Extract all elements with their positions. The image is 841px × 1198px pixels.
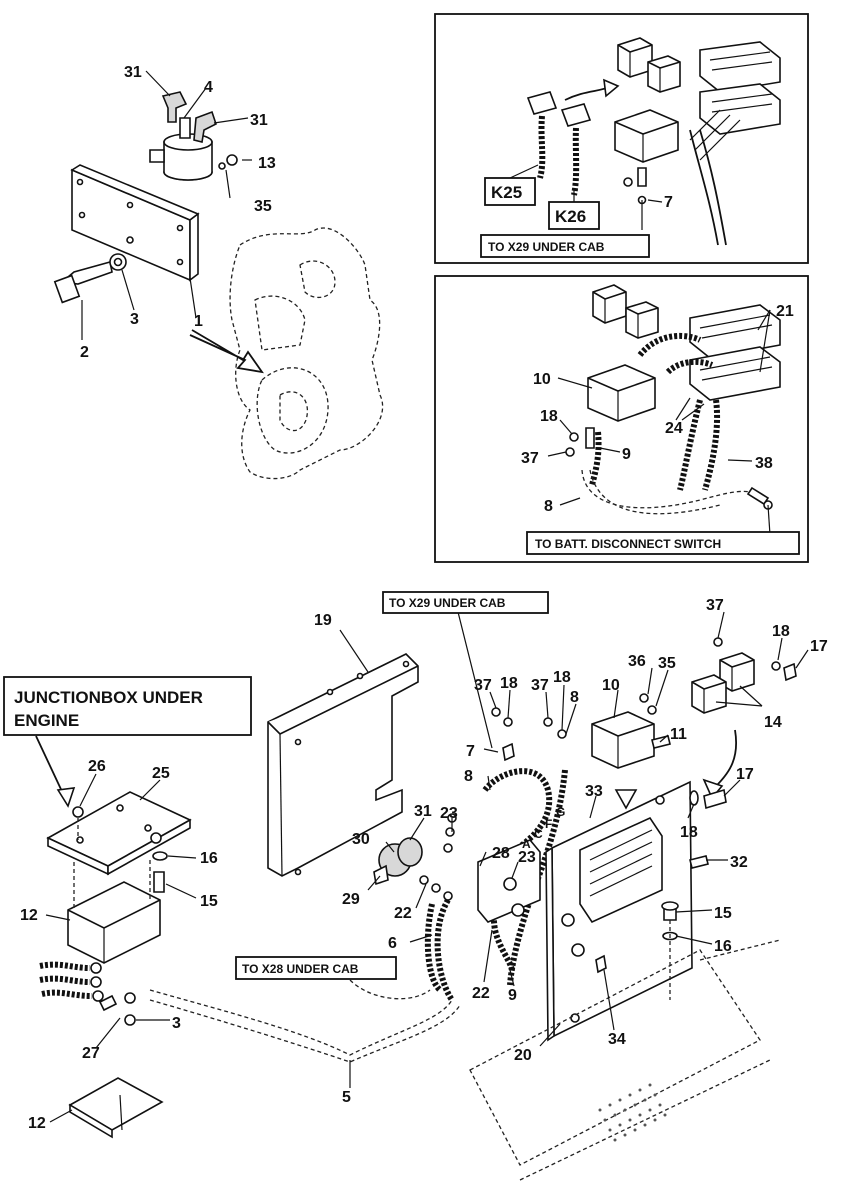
callout-35: 35	[254, 198, 272, 215]
to-x29-top-box	[480, 234, 650, 258]
connector-letter-f: F	[545, 817, 552, 831]
label-to-batt: TO BATT. DISCONNECT SWITCH	[535, 537, 721, 551]
callout-24: 24	[665, 420, 683, 437]
connector-letter-g: G	[556, 805, 565, 819]
callout-30: 30	[352, 831, 370, 848]
callout-31a: 31	[124, 64, 142, 81]
callout-36: 36	[628, 653, 646, 670]
callout-7-top: 7	[664, 194, 673, 211]
callout-16-junction: 16	[200, 850, 218, 867]
callout-1: 1	[194, 313, 203, 330]
callout-28: 28	[492, 845, 510, 862]
callout-3: 3	[130, 311, 139, 328]
callout-25: 25	[152, 765, 170, 782]
callout-18-main-d: 18	[680, 824, 698, 841]
callout-19: 19	[314, 612, 332, 629]
callout-2: 2	[80, 344, 89, 361]
callout-5: 5	[342, 1089, 351, 1106]
callout-22-main-b: 22	[472, 985, 490, 1002]
callout-32: 32	[730, 854, 748, 871]
callout-13: 13	[258, 155, 276, 172]
callout-10-main: 10	[602, 677, 620, 694]
callout-17-main-a: 17	[810, 638, 828, 655]
callout-10-inset: 10	[533, 371, 551, 388]
callout-31b: 31	[250, 112, 268, 129]
callout-26: 26	[88, 758, 106, 775]
connector-k25: K25	[491, 183, 522, 202]
callout-37-main-c: 37	[706, 597, 724, 614]
middle-inset: 21 10 18 37 9 24 38 8 TO BATT. DISCONNEC…	[434, 275, 809, 563]
callout-18-main-b: 18	[553, 669, 571, 686]
junction-title-box	[3, 676, 252, 736]
callout-37-main-a: 37	[474, 677, 492, 694]
callout-38: 38	[755, 455, 773, 472]
to-x29-main-box	[382, 591, 549, 614]
callout-16-main: 16	[714, 938, 732, 955]
callout-37-inset: 37	[521, 450, 539, 467]
battery-switch-assembly: 31 4 31 13 35 2 3 1	[53, 64, 384, 480]
callout-20: 20	[514, 1047, 532, 1064]
callout-15-junction: 15	[200, 893, 218, 910]
callout-37-main-b: 37	[531, 677, 549, 694]
label-to-x29-top: TO X29 UNDER CAB	[488, 240, 605, 254]
callout-3-junction: 3	[172, 1015, 181, 1032]
junction-box-assembly: JUNCTIONBOX UNDER ENGINE	[3, 676, 252, 1139]
k26-label-box	[548, 201, 600, 230]
callout-35-main: 35	[658, 655, 676, 672]
callout-22-main-a: 22	[394, 905, 412, 922]
callout-34: 34	[608, 1031, 626, 1048]
callout-23-main-a: 23	[440, 805, 458, 822]
callout-18-main-a: 18	[500, 675, 518, 692]
callout-18-inset: 18	[540, 408, 558, 425]
callout-7-main: 7	[466, 743, 475, 760]
callout-8-main-b: 8	[464, 768, 473, 785]
callout-6: 6	[388, 935, 397, 952]
callout-23-main-b: 23	[518, 849, 536, 866]
junction-title-line2: ENGINE	[14, 711, 79, 730]
top-inset: K25 K26 7 TO X29 UNDER CAB	[434, 13, 809, 264]
junction-title-line1: JUNCTIONBOX UNDER	[14, 688, 203, 707]
callout-11: 11	[670, 726, 687, 743]
callout-12b: 12	[28, 1115, 46, 1132]
label-to-x28: TO X28 UNDER CAB	[242, 962, 359, 976]
callout-18-main-c: 18	[772, 623, 790, 640]
callout-29: 29	[342, 891, 360, 908]
callout-8-inset: 8	[544, 498, 553, 515]
callout-4: 4	[204, 79, 213, 96]
connector-letter-a: A	[522, 837, 531, 851]
callout-21: 21	[776, 303, 794, 320]
callout-14: 14	[764, 714, 782, 731]
callout-9-main: 9	[508, 987, 517, 1004]
callout-9-inset: 9	[622, 446, 631, 463]
to-batt-box	[526, 531, 800, 555]
to-x28-box	[235, 956, 397, 980]
connector-k26: K26	[555, 207, 586, 226]
callout-31-main: 31	[414, 803, 432, 820]
callout-27: 27	[82, 1045, 100, 1062]
callout-8-main: 8	[570, 689, 579, 706]
label-to-x29-main: TO X29 UNDER CAB	[389, 596, 506, 610]
callout-33: 33	[585, 783, 603, 800]
main-assembly: G F C A 19 37 18 37 18 8 10 36 35 37 18 …	[149, 591, 828, 1181]
connector-letter-c: C	[534, 827, 543, 841]
callout-17-main-b: 17	[736, 766, 754, 783]
callout-12a: 12	[20, 907, 38, 924]
callout-15-main: 15	[714, 905, 732, 922]
